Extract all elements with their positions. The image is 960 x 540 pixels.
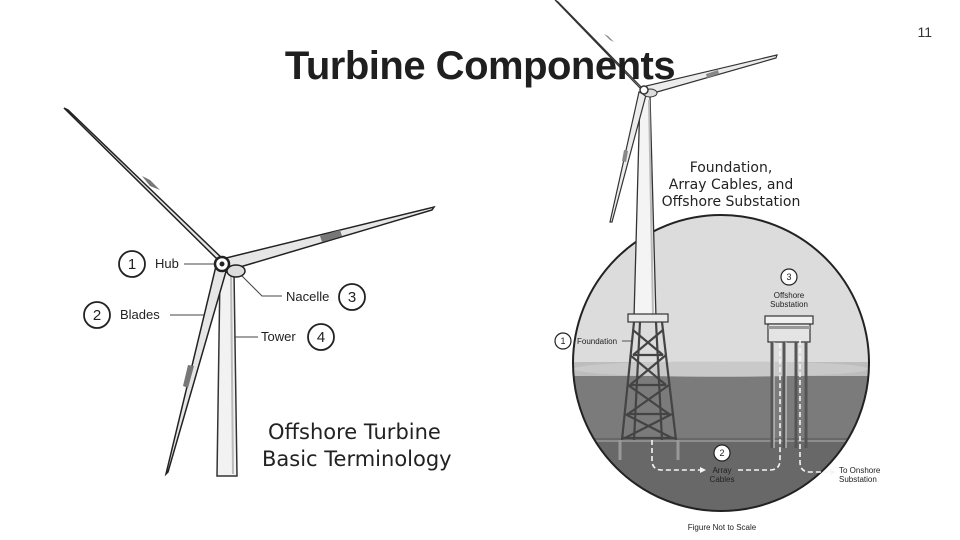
callout-foundation-label: Foundation	[577, 337, 617, 346]
left-heading-line1: Offshore Turbine	[268, 420, 441, 444]
right-heading-line1: Foundation,	[690, 160, 773, 176]
callout-array-cables: 2 Array Cables	[710, 444, 735, 484]
right-heading-line3: Offshore Substation	[662, 194, 801, 210]
right-heading-line2: Array Cables, and	[669, 177, 793, 193]
callout-array-cables-label-line1: Array	[712, 466, 731, 475]
figure-footnote: Figure Not to Scale	[688, 523, 757, 532]
callout-nacelle: Nacelle 3	[241, 275, 366, 311]
callout-offshore-substation-number: 3	[786, 272, 791, 282]
callout-blades: 2 Blades	[83, 301, 204, 329]
callout-foundation: 1 Foundation	[554, 332, 632, 350]
callout-blades-label: Blades	[120, 307, 160, 322]
callout-blades-number: 2	[93, 307, 101, 324]
callout-hub-label: Hub	[155, 256, 179, 271]
slide-title: Turbine Components	[284, 44, 676, 88]
left-nacelle	[226, 264, 246, 278]
callout-foundation-number: 1	[560, 336, 565, 346]
callout-hub-number: 1	[128, 256, 136, 273]
jacket-foundation	[618, 313, 680, 460]
callout-offshore-substation-label-line2: Substation	[770, 300, 808, 309]
onshore-label-line1: To Onshore	[839, 466, 881, 475]
callout-tower-label: Tower	[261, 329, 296, 344]
callout-hub: 1 Hub	[118, 250, 214, 278]
callout-offshore-substation-label-line1: Offshore	[774, 291, 805, 300]
array-cables	[651, 340, 830, 473]
left-tower	[216, 271, 238, 477]
callout-nacelle-number: 3	[348, 289, 356, 306]
right-turbine	[554, 0, 778, 319]
left-blade-upper	[63, 107, 227, 263]
callout-array-cables-label-line2: Cables	[710, 475, 735, 484]
callout-nacelle-label: Nacelle	[286, 289, 329, 304]
callout-tower-number: 4	[317, 329, 325, 346]
slide-number: 11	[917, 24, 932, 40]
offshore-substation	[764, 315, 814, 448]
callout-offshore-substation: 3 Offshore Substation	[770, 268, 808, 309]
callout-tower: Tower 4	[234, 323, 335, 351]
left-heading-line2: Basic Terminology	[262, 447, 452, 471]
left-turbine	[63, 107, 436, 477]
callout-array-cables-number: 2	[719, 448, 724, 458]
onshore-label-line2: Substation	[839, 475, 877, 484]
